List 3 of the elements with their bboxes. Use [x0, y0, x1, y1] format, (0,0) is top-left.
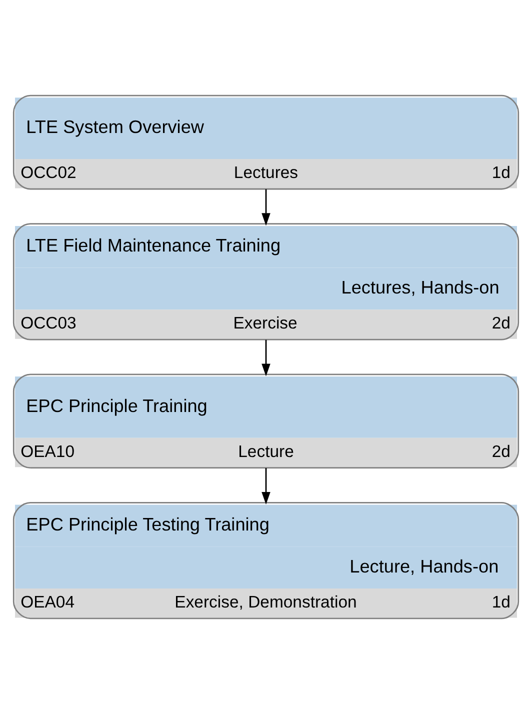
arrow	[262, 339, 270, 376]
arrow	[262, 468, 270, 504]
arrow	[262, 188, 270, 226]
